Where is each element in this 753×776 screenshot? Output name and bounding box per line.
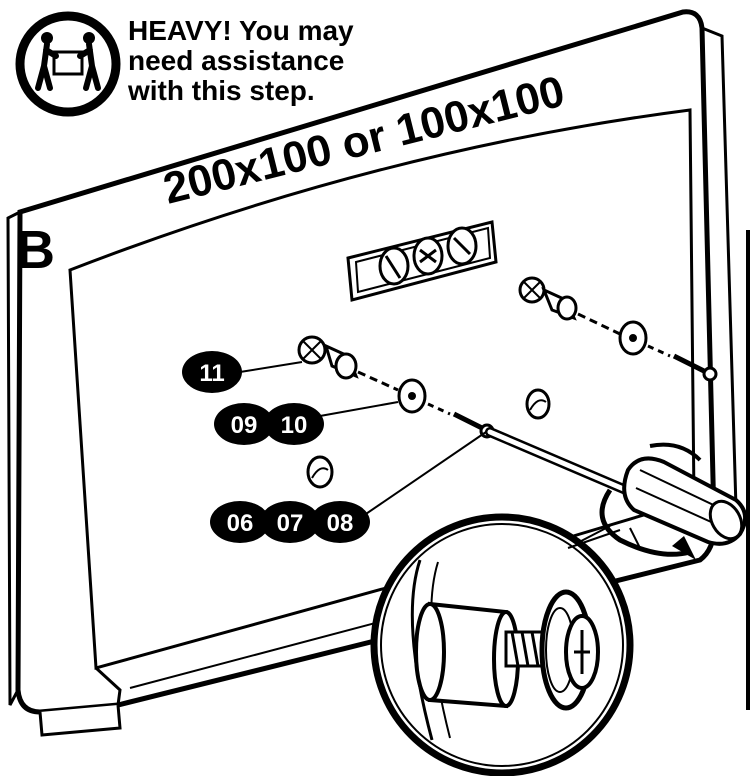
warning-line-3: with this step. [127,75,315,106]
upper-right-hardware [518,276,718,382]
screwdriver [485,427,748,560]
screw-bar [346,220,498,302]
two-person-lift-icon [15,11,121,117]
warning-line-2: need assistance [128,45,344,76]
mounting-holes [306,388,551,489]
badge-10-label: 10 [281,412,308,439]
badge-06: 06 [210,501,270,543]
badge-10: 10 [264,403,324,445]
step-letter: B [16,220,55,280]
badge-07: 07 [260,501,320,543]
badge-07-label: 07 [277,510,304,537]
warning-line-1: HEAVY! You may [128,15,354,46]
badge-06-label: 06 [227,510,254,537]
left-hardware [297,335,495,439]
badge-11: 11 [182,351,242,393]
badge-08-label: 08 [327,510,354,537]
warning-text: HEAVY! You may need assistance with this… [127,15,354,106]
badge-09: 09 [214,403,274,445]
badge-08: 08 [310,501,370,543]
detail-magnifier [370,513,634,776]
badge-09-label: 09 [231,412,258,439]
badge-11-label: 11 [199,360,224,387]
